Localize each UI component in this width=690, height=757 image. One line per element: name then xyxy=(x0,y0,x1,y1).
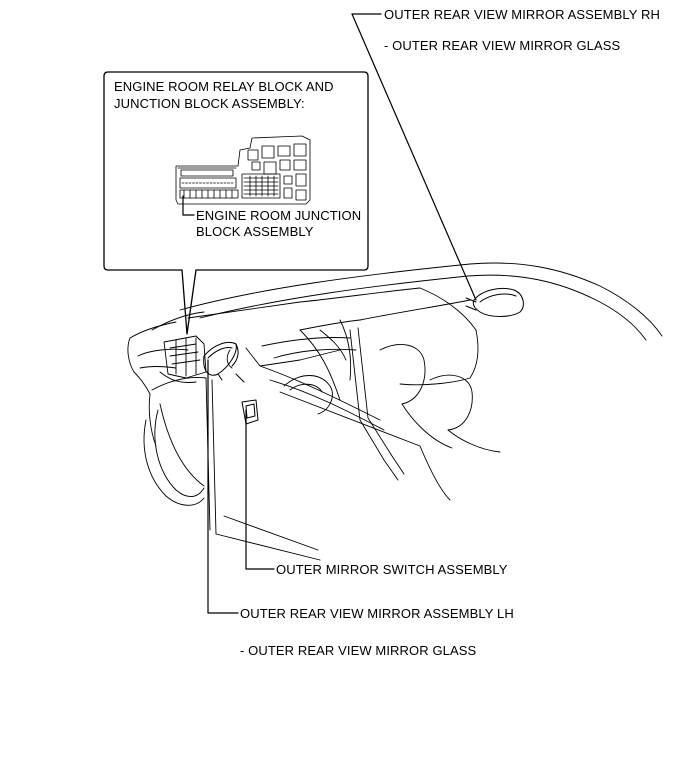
relay-block-callout-box xyxy=(103,71,369,335)
outer-mirror-switch-drawing xyxy=(241,399,259,425)
relay-block-on-vehicle xyxy=(159,335,207,383)
outer-rear-view-mirror-rh-label: OUTER REAR VIEW MIRROR ASSEMBLY RH xyxy=(384,7,660,22)
outer-mirror-rh-drawing xyxy=(465,287,524,317)
outer-rear-view-mirror-rh-glass-label: - OUTER REAR VIEW MIRROR GLASS xyxy=(384,38,621,53)
relay-block-label-line1: ENGINE ROOM RELAY BLOCK AND xyxy=(114,79,334,94)
junction-block-leader-line xyxy=(182,195,195,216)
leader-rh-mirror xyxy=(351,13,477,301)
leader-mirror-switch xyxy=(245,409,275,570)
outer-rear-view-mirror-lh-glass-label: - OUTER REAR VIEW MIRROR GLASS xyxy=(240,643,477,658)
relay-block-label-line2: JUNCTION BLOCK ASSEMBLY: xyxy=(114,96,305,111)
relay-block-detail xyxy=(175,135,311,205)
outer-rear-view-mirror-lh-label: OUTER REAR VIEW MIRROR ASSEMBLY LH xyxy=(240,606,514,621)
leader-lines xyxy=(207,13,477,614)
vehicle-body xyxy=(127,262,663,561)
outer-mirror-lh-drawing xyxy=(203,342,245,383)
junction-block-label-line1: ENGINE ROOM JUNCTION xyxy=(196,208,362,223)
junction-block-label-line2: BLOCK ASSEMBLY xyxy=(196,224,314,239)
leader-lh-mirror xyxy=(207,359,239,614)
outer-mirror-switch-label: OUTER MIRROR SWITCH ASSEMBLY xyxy=(276,562,508,577)
